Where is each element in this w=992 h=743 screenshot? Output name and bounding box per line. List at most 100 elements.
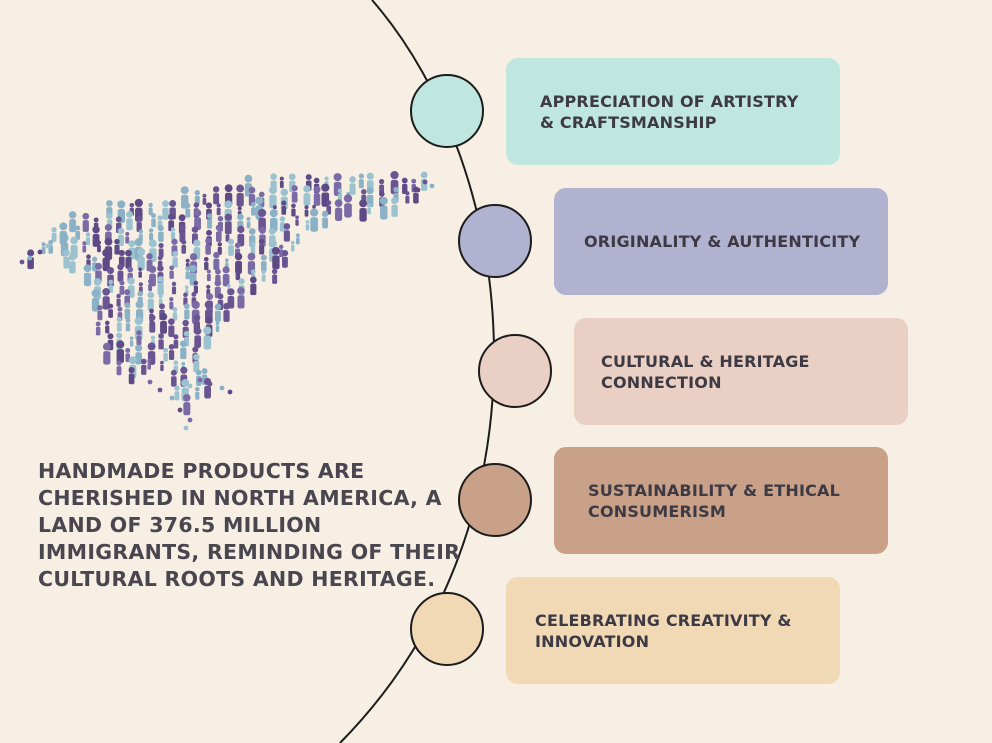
person-head <box>222 266 230 274</box>
person-head <box>269 209 278 218</box>
timeline-node-2 <box>458 204 532 278</box>
person-head <box>361 189 367 195</box>
person-head <box>304 205 309 210</box>
card-label-artistry: APPRECIATION OF ARTISTRY & CRAFTSMANSHIP <box>540 91 799 132</box>
person-head <box>183 330 190 337</box>
person-figure <box>244 174 253 197</box>
person-head <box>138 267 143 272</box>
person-body <box>69 219 77 233</box>
person-body <box>171 376 177 387</box>
person-figure <box>82 212 90 232</box>
person-body <box>162 207 169 220</box>
person-body <box>172 312 178 321</box>
person-body <box>206 273 211 282</box>
person-head <box>102 248 111 257</box>
person-body <box>184 309 190 320</box>
person-body <box>158 231 164 242</box>
person-head <box>269 186 277 195</box>
person-head <box>117 227 125 235</box>
person-figure <box>170 227 176 240</box>
person-head <box>183 303 190 310</box>
person-figure <box>343 194 353 218</box>
person-figure <box>137 247 146 271</box>
person-head <box>270 173 277 181</box>
person-body <box>119 285 125 295</box>
person-figure <box>405 191 410 204</box>
person-head <box>162 200 169 208</box>
person-body <box>147 351 156 365</box>
person-body <box>215 325 220 333</box>
person-body <box>279 249 284 258</box>
person-body <box>281 206 287 215</box>
person-head <box>205 202 213 209</box>
person-head <box>148 202 153 208</box>
person-head <box>291 203 296 209</box>
person-body <box>213 258 220 271</box>
person-head <box>75 225 81 231</box>
person-body <box>367 207 371 215</box>
person-body <box>282 256 288 268</box>
person-head <box>172 250 179 257</box>
person-head <box>326 200 332 206</box>
person-figure <box>116 293 121 307</box>
person-head <box>349 176 356 183</box>
card-label-originality: ORIGINALITY & AUTHENTICITY <box>584 232 861 251</box>
person-head <box>148 239 157 248</box>
person-head <box>227 238 235 245</box>
person-head <box>206 269 211 274</box>
person-head <box>202 193 207 198</box>
person-figure <box>203 377 212 399</box>
person-figure <box>290 240 295 252</box>
person-head <box>215 321 220 326</box>
person-body <box>349 183 356 195</box>
person-figure <box>148 202 153 216</box>
person-head <box>183 292 188 298</box>
person-figure <box>178 214 186 234</box>
person-head <box>185 266 190 271</box>
person-figure <box>235 266 241 281</box>
person-head <box>116 332 123 339</box>
person-figure <box>140 358 147 375</box>
person-figure <box>147 358 152 370</box>
person-head <box>104 237 113 246</box>
person-head <box>128 366 135 374</box>
person-body <box>216 207 221 216</box>
person-head <box>309 208 319 217</box>
person-head <box>180 366 188 374</box>
person-head <box>358 173 364 179</box>
person-figure <box>349 176 356 195</box>
person-body <box>168 325 175 337</box>
person-body <box>149 232 154 241</box>
person-head <box>224 213 232 221</box>
person-head <box>159 312 168 321</box>
person-body <box>170 232 176 240</box>
person-head <box>147 279 153 284</box>
person-head <box>205 237 212 244</box>
person-figure <box>163 347 169 362</box>
person-body <box>185 208 191 218</box>
person-figure <box>193 280 199 294</box>
person-figure <box>148 228 154 241</box>
person-body <box>179 231 186 243</box>
person-head <box>391 197 399 205</box>
map-dot <box>187 383 193 389</box>
person-head <box>147 291 155 299</box>
person-head <box>321 210 329 218</box>
timeline-node-5 <box>410 592 484 666</box>
person-head <box>127 277 135 285</box>
person-head <box>271 268 278 275</box>
person-body <box>193 360 200 373</box>
person-head <box>206 284 211 289</box>
person-figure <box>171 281 177 295</box>
person-head <box>160 360 164 365</box>
person-body <box>137 256 145 271</box>
person-body <box>125 323 131 332</box>
person-figure <box>193 239 201 260</box>
person-head <box>182 319 189 327</box>
person-figure <box>102 342 111 365</box>
person-head <box>116 360 122 366</box>
person-figure <box>102 248 111 272</box>
person-figure <box>147 279 153 292</box>
person-head <box>129 336 134 340</box>
